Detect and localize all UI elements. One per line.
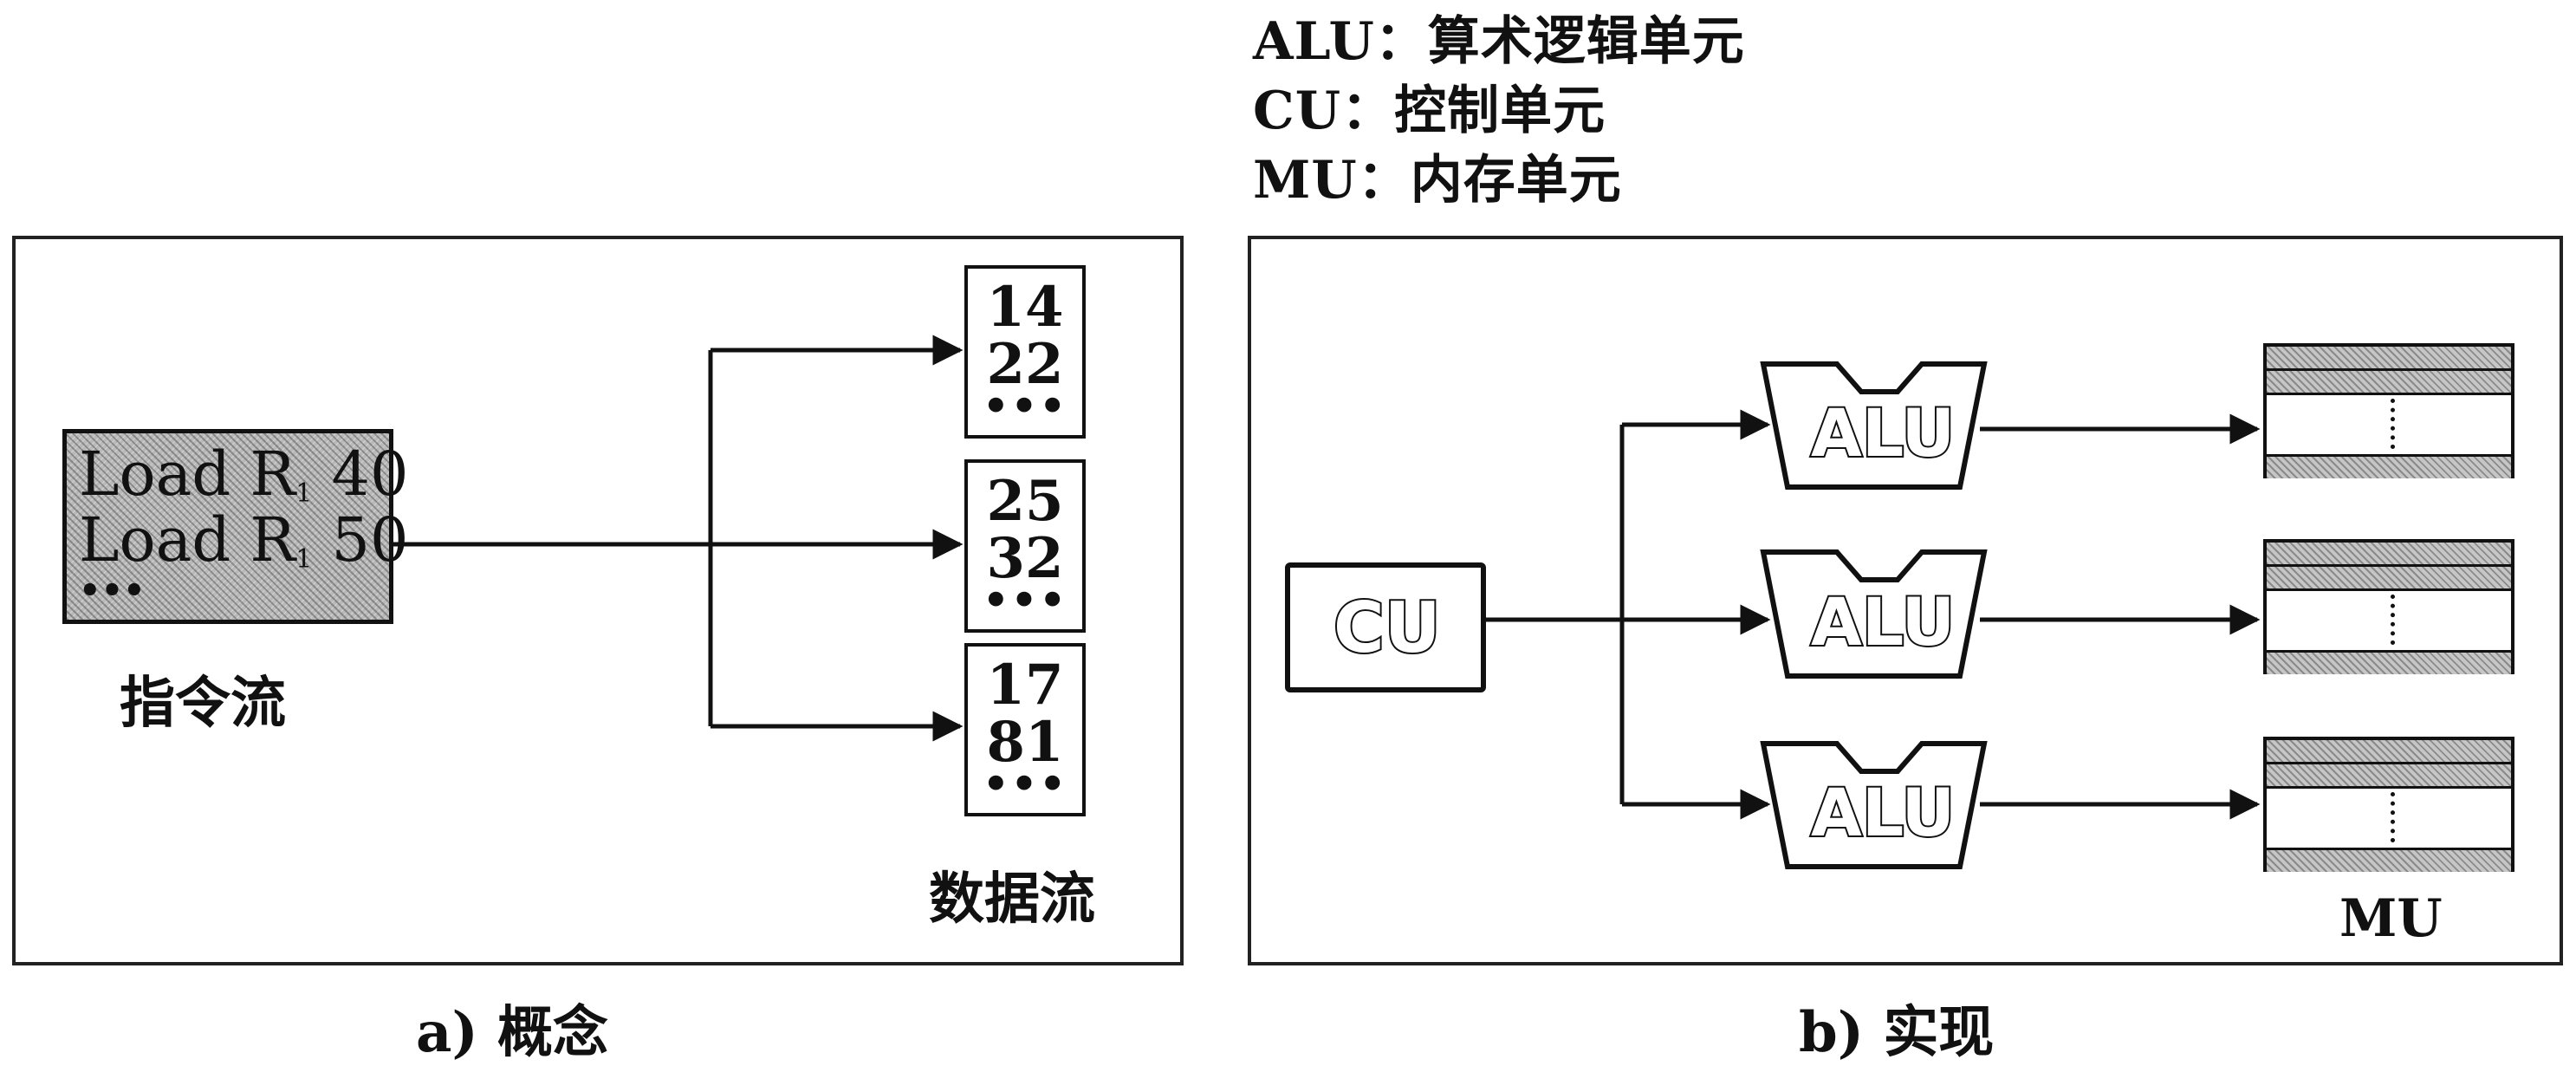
caption-a: a) 概念 [416, 1000, 609, 1065]
panel-b-frame [1248, 236, 2563, 965]
mu-block-1 [2263, 343, 2514, 478]
cu-box: CU [1285, 562, 1486, 692]
mu-row [2267, 543, 2511, 567]
instruction-line-1: Load R1 40 [79, 439, 409, 510]
data-value: 17 [986, 653, 1064, 718]
alu-shape-2 [1760, 549, 1988, 679]
mu-row [2267, 371, 2511, 395]
alu-shape-1 [1760, 361, 1988, 490]
mu-row [2267, 848, 2511, 872]
legend-alu: ALU：算术逻辑单元 [1253, 11, 1745, 72]
mu-row [2267, 740, 2511, 764]
panel-a-frame [12, 236, 1184, 965]
legend-cu: CU：控制单元 [1253, 81, 1606, 141]
data-value: 32 [986, 526, 1064, 591]
mu-row [2267, 567, 2511, 591]
mu-block-2 [2263, 539, 2514, 674]
alu-label-3: ALU [1809, 774, 1956, 851]
data-box-2: 25 32 ••• [964, 459, 1086, 633]
legend-mu: MU：内存单元 [1253, 150, 1622, 211]
mu-row [2267, 454, 2511, 478]
mu-ellipsis [2391, 595, 2395, 645]
data-value: 14 [986, 275, 1064, 340]
mu-row [2267, 764, 2511, 789]
mu-row [2267, 347, 2511, 371]
cu-label: CU [1332, 588, 1443, 668]
data-box-1: 14 22 ••• [964, 265, 1086, 439]
data-value: 81 [986, 710, 1064, 775]
instruction-stream-box: Load R1 40 Load R1 50 ••• [62, 429, 409, 624]
data-value: 25 [986, 469, 1064, 534]
data-ellipsis: ••• [982, 576, 1068, 625]
instruction-stream-label: 指令流 [120, 671, 286, 736]
data-value: 22 [986, 332, 1064, 397]
instruction-ellipsis: ••• [79, 570, 146, 611]
instruction-line-2: Load R1 50 [79, 504, 409, 575]
mu-ellipsis [2391, 399, 2395, 449]
data-ellipsis: ••• [982, 760, 1068, 809]
mu-label: MU [2339, 888, 2443, 949]
alu-label-2: ALU [1809, 583, 1956, 660]
alu-shape-3 [1760, 741, 1988, 869]
data-box-3: 17 81 ••• [964, 643, 1086, 816]
mu-row [2267, 650, 2511, 674]
alu-label-1: ALU [1809, 394, 1956, 471]
caption-b: b) 实现 [1799, 1000, 1995, 1065]
mu-block-3 [2263, 737, 2514, 872]
mu-ellipsis [2391, 792, 2395, 842]
data-stream-label: 数据流 [929, 867, 1095, 932]
data-ellipsis: ••• [982, 382, 1068, 431]
